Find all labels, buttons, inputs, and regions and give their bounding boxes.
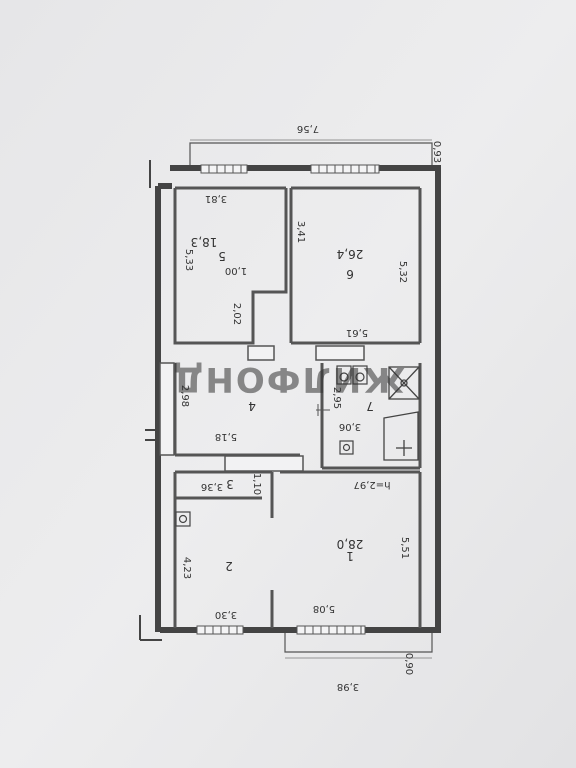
room-6-number: 6 <box>346 267 354 281</box>
dim-hall-height: 2,98 <box>179 385 190 407</box>
kitchen-sink <box>175 511 191 527</box>
interior-walls <box>173 186 422 628</box>
dim-r6-height: 5,32 <box>397 261 408 283</box>
bottom-balcony <box>284 630 433 653</box>
room-5-number: 5 <box>218 249 226 263</box>
dim-bottom-balcony: 0,90 <box>403 653 414 675</box>
dim-passage-height: 2,02 <box>231 303 242 325</box>
bathtub <box>383 411 419 461</box>
washer <box>339 440 354 455</box>
dim-r1-height: 5,51 <box>399 537 410 559</box>
room-4-number: 4 <box>248 399 256 413</box>
window-bottom-right <box>296 625 366 635</box>
wall-blocks <box>159 345 365 472</box>
ceiling-height-note: h=2,97 <box>354 479 391 490</box>
room-7-number: 7 <box>366 399 374 413</box>
dim-r1-width: 5,08 <box>313 603 335 614</box>
dim-bath-height: 2,95 <box>331 387 342 409</box>
dim-r3-width: 3,36 <box>201 481 223 492</box>
bath-door-marks <box>316 404 330 416</box>
dim-r6-bottom: 5,61 <box>346 327 368 338</box>
shower-tray <box>388 366 420 400</box>
room-1-area: 28,0 <box>337 537 364 551</box>
dim-r2-width: 3,30 <box>215 609 237 620</box>
dim-r2-height: 4,23 <box>181 557 192 579</box>
dim-passage-width: 1,00 <box>225 265 247 276</box>
dim-r6-width: 3,41 <box>295 221 306 243</box>
dimension-lines <box>190 139 432 659</box>
room-6-area: 26,4 <box>337 247 364 261</box>
window-top-right <box>310 164 380 174</box>
top-balcony <box>189 142 433 168</box>
window-bottom-left <box>196 625 244 635</box>
window-top-left <box>200 164 248 174</box>
toilet-and-sink <box>336 365 368 385</box>
watermark: ЖИЛФОНД <box>171 359 405 399</box>
dim-bottom-width: 3,98 <box>337 681 359 692</box>
room-1-number: 1 <box>346 549 354 563</box>
dim-hall-width: 5,18 <box>215 431 237 442</box>
dim-r5-width: 3,81 <box>205 193 227 204</box>
room-2-number: 2 <box>225 559 233 573</box>
dim-r5-height: 5,33 <box>183 249 194 271</box>
room-5-area: 18,3 <box>191 235 218 249</box>
dim-r3-height: 1,10 <box>251 473 262 495</box>
dim-bath-width: 3,06 <box>339 421 361 432</box>
dim-top-balcony: 0,93 <box>431 141 442 163</box>
room-3-number: 3 <box>226 477 234 491</box>
dim-top-width: 7,56 <box>297 123 319 134</box>
